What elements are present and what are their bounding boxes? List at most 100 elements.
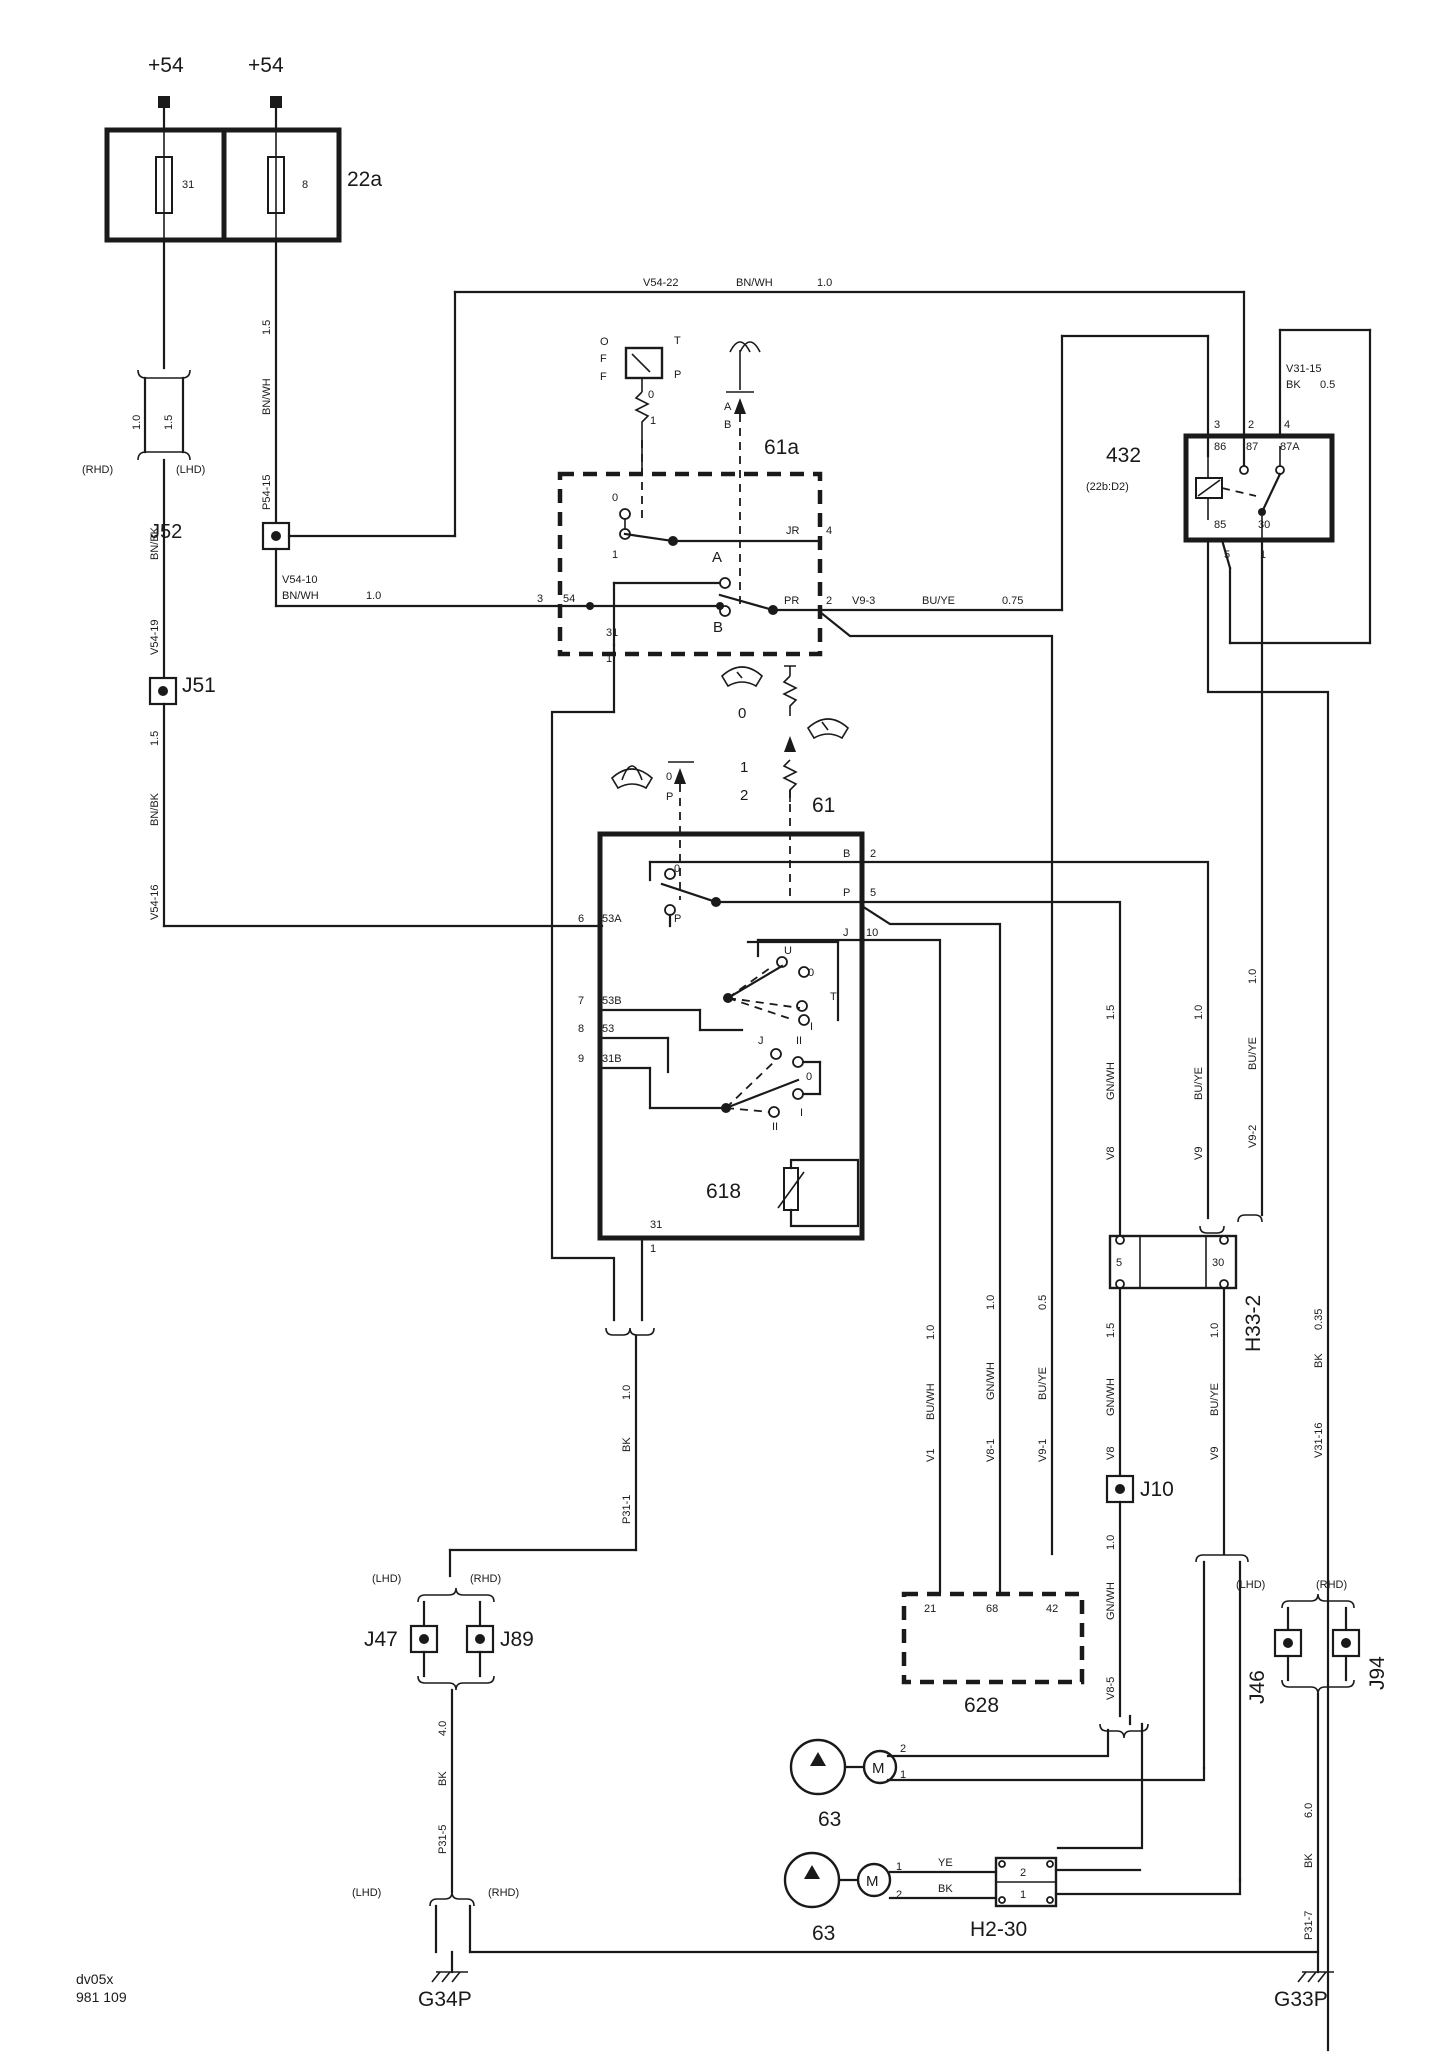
component-618-label: 618 [706, 1180, 741, 1203]
svg-text:31: 31 [650, 1219, 662, 1231]
svg-text:V54-16: V54-16 [149, 885, 161, 920]
component-61-label: 61 [812, 794, 835, 817]
svg-text:V9-3: V9-3 [852, 595, 875, 607]
component-628-label: 628 [964, 1694, 999, 1717]
svg-text:68: 68 [986, 1603, 998, 1615]
svg-text:42: 42 [1046, 1603, 1058, 1615]
svg-text:1.5: 1.5 [261, 320, 273, 335]
svg-text:1: 1 [612, 549, 618, 561]
h33-2-label: H33-2 [1242, 1295, 1265, 1352]
harness-labels-mid: 1.0 BU/WH V1 1.0 GN/WH V8-1 0.5 BU/YE V9… [925, 1295, 1049, 1462]
svg-text:9: 9 [578, 1053, 584, 1065]
svg-text:I: I [810, 1021, 813, 1033]
svg-text:4.0: 4.0 [437, 1721, 449, 1736]
svg-text:U: U [784, 945, 792, 957]
supply-label-right: +54 [248, 54, 284, 77]
svg-text:53: 53 [602, 1023, 614, 1035]
svg-text:0: 0 [738, 705, 746, 722]
svg-text:J89: J89 [500, 1628, 534, 1651]
svg-text:1: 1 [606, 653, 612, 665]
svg-text:1.0: 1.0 [621, 1385, 633, 1400]
svg-text:BK: BK [621, 1437, 633, 1452]
fuse-31-label: 31 [182, 179, 194, 191]
footer-code: dv05x [76, 1971, 113, 1987]
svg-text:GN/WH: GN/WH [1105, 1378, 1117, 1416]
footer-number: 981 109 [76, 1989, 127, 2005]
svg-text:21: 21 [924, 1603, 936, 1615]
svg-text:5: 5 [1116, 1257, 1122, 1269]
svg-text:5: 5 [1224, 549, 1230, 561]
component-628: 21 68 42 628 [901, 1591, 1085, 1717]
fuse-8-label: 8 [302, 179, 308, 191]
svg-text:0: 0 [648, 389, 654, 401]
svg-text:P: P [666, 791, 673, 803]
fuse-block-label: 22a [347, 168, 382, 191]
pump-motor-63-upper: M 63 2 1 [789, 1714, 1206, 1850]
harness-labels-right: 1.5 GN/WH V8 1.0 BU/YE V9 1.0 BU/YE V9-2… [1105, 969, 1325, 1882]
svg-text:0: 0 [666, 771, 672, 783]
svg-text:1: 1 [650, 1243, 656, 1255]
svg-text:V8: V8 [1105, 1147, 1117, 1160]
svg-text:0: 0 [806, 1071, 812, 1083]
svg-text:6.0: 6.0 [1303, 1803, 1315, 1818]
svg-text:V9: V9 [1193, 1147, 1205, 1160]
svg-text:(RHD): (RHD) [470, 1573, 501, 1585]
svg-text:P54-15: P54-15 [261, 475, 273, 510]
svg-text:7: 7 [578, 995, 584, 1007]
pump-motor-63-lower: M 63 1 2 YE BK 2 1 H2-30 [783, 1851, 1242, 1945]
svg-text:0.5: 0.5 [1320, 379, 1335, 391]
svg-text:4: 4 [1284, 419, 1290, 431]
svg-text:2: 2 [826, 595, 832, 607]
svg-text:BU/YE: BU/YE [922, 595, 955, 607]
svg-text:1.0: 1.0 [925, 1325, 937, 1340]
svg-text:1.5: 1.5 [1105, 1005, 1117, 1020]
svg-text:V31-16: V31-16 [1313, 1423, 1325, 1458]
svg-text:BU/WH: BU/WH [925, 1383, 937, 1420]
svg-text:2: 2 [870, 848, 876, 860]
svg-text:PR: PR [784, 595, 799, 607]
supply-label-left: +54 [148, 54, 184, 77]
svg-text:J47: J47 [364, 1628, 398, 1651]
svg-text:1.0: 1.0 [366, 590, 381, 602]
svg-text:BU/YE: BU/YE [1193, 1067, 1205, 1100]
svg-text:4: 4 [826, 525, 832, 537]
svg-text:P: P [674, 369, 681, 381]
relay-432: 432 (22b:D2) 3 2 4 86 87 87A 85 30 V31-1… [1086, 328, 1372, 2052]
j10-label: J10 [1140, 1478, 1174, 1501]
ground-g34p-label: G34P [418, 1988, 472, 2011]
svg-text:J: J [843, 927, 849, 939]
connectors-j46-j94: (LHD) (RHD) J46 J94 6.0 BK P31-7 G33P [1236, 1579, 1389, 2011]
svg-text:BK: BK [938, 1883, 953, 1895]
svg-text:(RHD): (RHD) [488, 1887, 519, 1899]
svg-text:1.0: 1.0 [1105, 1535, 1117, 1550]
svg-text:A: A [712, 549, 722, 566]
svg-text:J: J [758, 1035, 764, 1047]
component-61a-label: 61a [764, 436, 799, 459]
svg-text:1.0: 1.0 [1193, 1005, 1205, 1020]
svg-text:V1: V1 [925, 1449, 937, 1462]
svg-text:V8-1: V8-1 [985, 1439, 997, 1462]
svg-text:J94: J94 [1366, 1656, 1389, 1690]
svg-text:1: 1 [650, 415, 656, 427]
svg-text:V8: V8 [1105, 1447, 1117, 1460]
svg-text:10: 10 [866, 927, 878, 939]
svg-text:2: 2 [1020, 1867, 1026, 1879]
component-618: 618 B 2 P 5 J 10 0 P 6 53A 7 53B 8 53 9 … [578, 831, 878, 1255]
svg-text:87: 87 [1246, 441, 1258, 453]
svg-text:2: 2 [740, 787, 748, 804]
svg-text:M: M [872, 1760, 885, 1777]
component-63-upper-label: 63 [818, 1808, 841, 1831]
svg-text:1.0: 1.0 [817, 277, 832, 289]
svg-text:GN/WH: GN/WH [985, 1362, 997, 1400]
switch-61: 0 1 2 61 0 P [610, 665, 850, 900]
svg-text:BN/WH: BN/WH [282, 590, 319, 602]
svg-text:P: P [674, 913, 681, 925]
svg-text:1: 1 [1020, 1889, 1026, 1901]
svg-text:BK: BK [1313, 1353, 1325, 1368]
svg-text:1.0: 1.0 [131, 415, 143, 430]
svg-text:0.35: 0.35 [1313, 1309, 1325, 1330]
svg-text:0: 0 [674, 863, 680, 875]
svg-text:1: 1 [900, 1769, 906, 1781]
j51-label: J51 [182, 674, 216, 697]
svg-text:V54-10: V54-10 [282, 574, 317, 586]
